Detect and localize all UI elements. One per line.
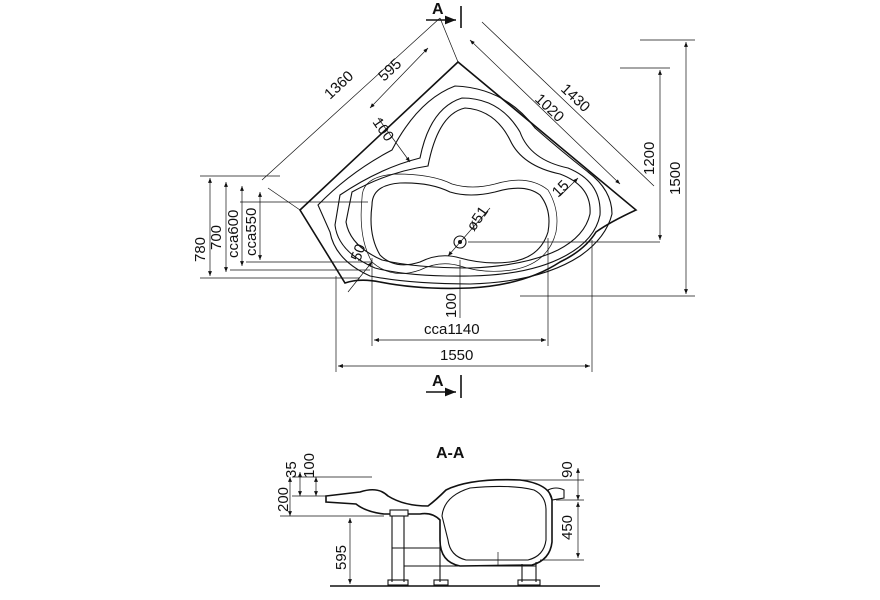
- dim-15-line: [559, 177, 579, 197]
- drain-hole: [453, 235, 467, 249]
- sec-dim-450-label: 450: [559, 515, 576, 540]
- inner-bath-shape: [370, 182, 550, 266]
- dim-1020-line: [469, 39, 621, 185]
- sec-dim-35-label: 35: [283, 461, 300, 478]
- dim-phi51-line: [447, 207, 491, 257]
- tub-rim: [317, 85, 613, 285]
- dim-100-top-label: 100: [369, 115, 397, 145]
- sec-dim-595-label: 595: [333, 545, 350, 570]
- dim-cca550-label: cca550: [243, 208, 260, 256]
- leg-bracket-1: [389, 509, 409, 517]
- top-view: A A 1360 595 100 1430 1020 15 1200 1500: [192, 1, 695, 398]
- inner-bath-edge: [360, 173, 558, 274]
- tub-outer-contour: [298, 60, 638, 290]
- dim-50-label: 50: [348, 242, 370, 263]
- dim-595-line: [369, 47, 429, 109]
- sec-dim-100-label: 100: [301, 453, 318, 478]
- section-view: A-A 35 100 200 595: [275, 445, 600, 587]
- dim-1360-ext1: [267, 187, 301, 211]
- dim-50-line: [347, 261, 373, 293]
- section-label-top: A: [432, 1, 444, 18]
- dim-phi51-label: ø51: [463, 203, 492, 234]
- dim-1200-label: 1200: [641, 142, 658, 175]
- dim-780-label: 780: [192, 237, 209, 262]
- dim-1550-label: 1550: [440, 347, 473, 364]
- dim-595-label: 595: [375, 55, 405, 85]
- section-tub-body: [325, 478, 553, 567]
- dim-cca1140-label: cca1140: [424, 321, 480, 338]
- section-title: A-A: [436, 445, 465, 462]
- dim-100-bottom-label: 100: [443, 293, 460, 318]
- dim-100-top-line: [377, 117, 411, 163]
- section-rim-right: [547, 487, 565, 501]
- section-tub-inner: [441, 485, 547, 561]
- dim-1360-ext2: [439, 17, 459, 63]
- foot-2: [433, 579, 449, 586]
- basin-outer-line: [334, 97, 601, 277]
- section-label-bottom: A: [432, 373, 444, 390]
- dim-700-label: 700: [208, 225, 225, 250]
- dim-1500-label: 1500: [667, 162, 684, 195]
- foot-3: [517, 579, 541, 586]
- dim-1360-line: [261, 17, 441, 181]
- sec-dim-90-label: 90: [559, 461, 576, 478]
- dim-cca600-label: cca600: [225, 210, 242, 258]
- foot-1: [387, 579, 409, 586]
- basin-inner-line: [345, 107, 591, 269]
- sec-dim-200-label: 200: [275, 487, 292, 512]
- dim-1360-label: 1360: [321, 68, 357, 103]
- dim-15-label: 15: [549, 177, 573, 201]
